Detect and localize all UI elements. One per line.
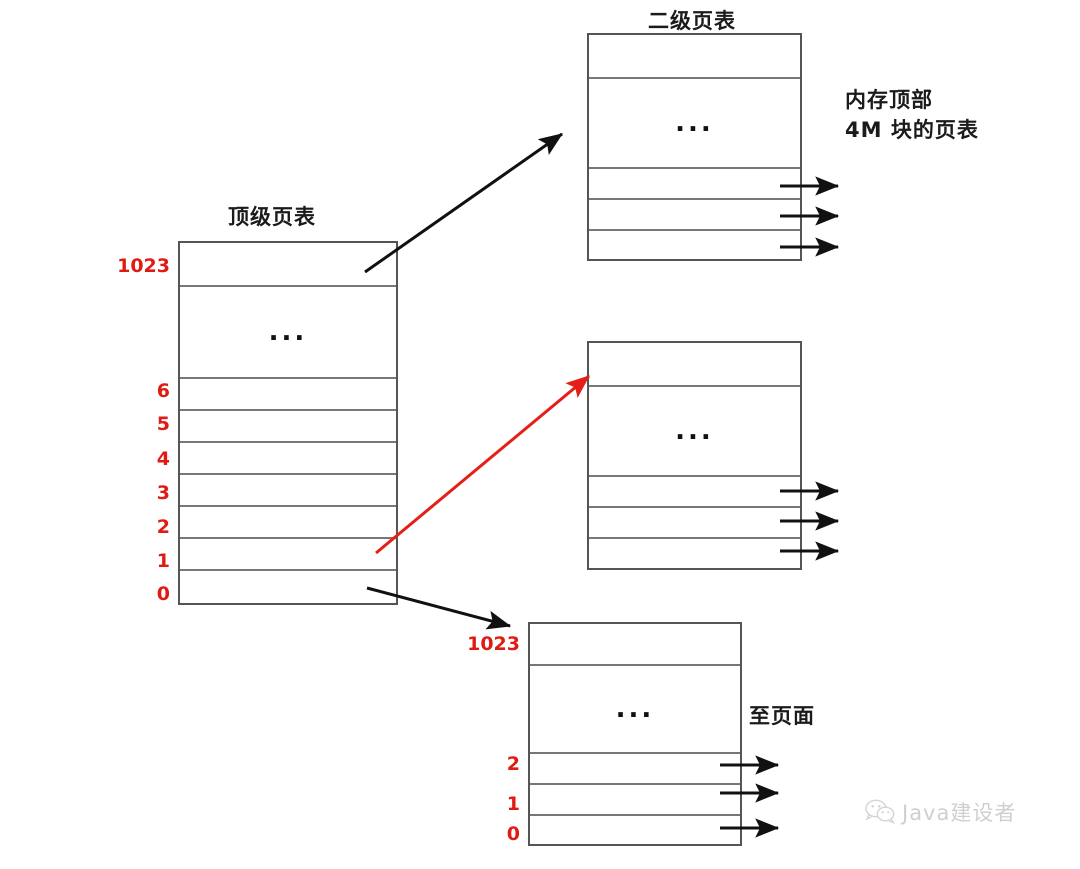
table-row [180,379,396,411]
table-row [589,35,800,79]
table-row [589,231,800,263]
top-memory-note: 内存顶部 4M 块的页表 [845,85,979,146]
index-label-5: 5 [156,413,170,435]
top-memory-note-line2: 4M 块的页表 [845,118,979,143]
table-row-ellipsis: ... [589,387,800,477]
second-level-page-table-top: ... [587,33,802,261]
table-row [530,785,740,816]
watermark-label: Java建设者 [902,801,1017,825]
index-label-3: 3 [156,482,170,504]
arrow-toplevel-to-second-middle [375,374,590,555]
table-row [589,200,800,231]
second-level-page-table-title: 二级页表 [648,9,736,33]
index-label-2: 2 [156,516,170,538]
table-row-ellipsis: ... [589,79,800,169]
watermark: Java建设者 [865,797,1016,827]
table-row [180,539,396,571]
table-row [180,243,396,287]
table-row [530,624,740,666]
second-level-page-table-middle: ... [587,341,802,570]
table-row-ellipsis: ... [180,287,396,379]
index-label-1023: 1023 [117,255,170,277]
bottom-index-label-0: 0 [506,823,520,845]
ellipsis-label: ... [268,317,308,347]
top-level-page-table-title: 顶级页表 [228,205,316,229]
table-row [180,507,396,539]
ellipsis-label: ... [675,416,714,446]
table-row [589,508,800,539]
table-row [180,475,396,507]
bottom-index-label-1: 1 [506,793,520,815]
index-label-1: 1 [156,550,170,572]
table-row [530,754,740,785]
index-label-0: 0 [156,583,170,605]
table-row-ellipsis: ... [530,666,740,754]
bottom-index-label-1023: 1023 [467,633,520,655]
top-level-page-table: ... [178,241,398,605]
bottom-index-label-2: 2 [506,753,520,775]
to-page-note: 至页面 [749,704,815,728]
table-row [589,169,800,200]
table-row [180,411,396,443]
ellipsis-label: ... [615,694,655,724]
wechat-icon [865,799,895,824]
table-row [180,443,396,475]
table-row [589,539,800,572]
table-row [589,477,800,508]
ellipsis-label: ... [675,108,714,138]
index-label-6: 6 [156,380,170,402]
top-memory-note-line1: 内存顶部 [845,88,933,112]
table-row [530,816,740,848]
table-row [589,343,800,387]
page-table-bottom: ... [528,622,742,846]
index-label-4: 4 [156,448,170,470]
table-row [180,571,396,603]
